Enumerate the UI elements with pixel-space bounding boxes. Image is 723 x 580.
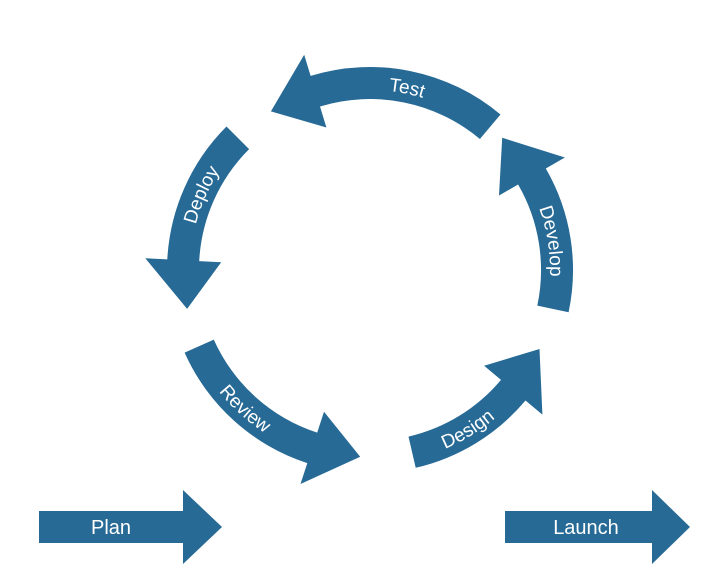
plan-arrow [39, 490, 222, 564]
plan-label: Plan [91, 517, 131, 539]
launch-step: Launch [505, 490, 690, 564]
develop-arrow [499, 137, 574, 313]
cycle-step-review: Review [184, 339, 361, 484]
deploy-arrow [145, 126, 250, 309]
test-arrow [270, 54, 501, 139]
design-arrow [408, 349, 543, 468]
cycle-step-develop: Develop [499, 137, 574, 313]
review-arrow [184, 339, 361, 484]
plan-step: Plan [39, 490, 222, 564]
launch-arrow [505, 490, 690, 564]
cycle-step-deploy: Deploy [145, 126, 250, 309]
cycle-step-test: Test [270, 54, 501, 139]
launch-label: Launch [553, 517, 619, 539]
cycle-step-design: Design [408, 349, 543, 468]
